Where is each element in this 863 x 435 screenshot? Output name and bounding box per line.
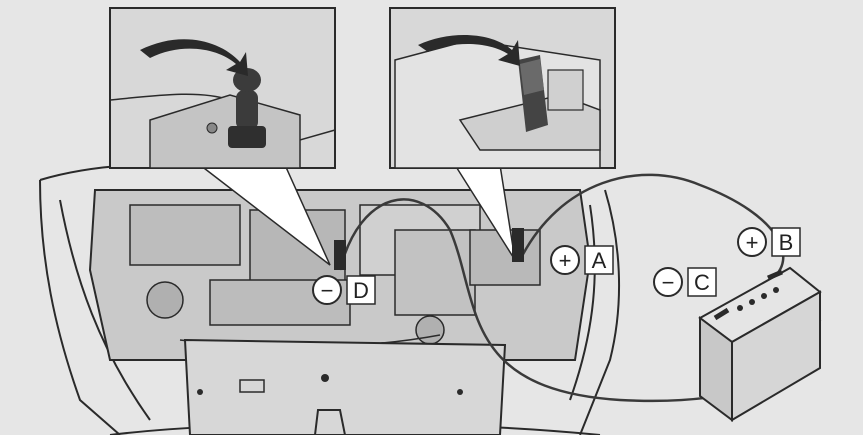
ground-point-inset	[110, 8, 335, 168]
callout-letter: A	[592, 248, 607, 273]
callout-sign: +	[559, 248, 572, 273]
front-cover-panel	[185, 340, 505, 435]
negative-clamp	[334, 240, 346, 270]
callout-sign: −	[321, 278, 334, 303]
positive-terminal-inset	[390, 8, 615, 168]
callout-sign: −	[662, 270, 675, 295]
engine-bay	[90, 190, 590, 360]
callout-letter: B	[779, 230, 794, 255]
positive-clamp	[512, 228, 524, 262]
callout-letter: C	[694, 270, 710, 295]
callout-sign: +	[746, 230, 759, 255]
callout-letter: D	[353, 278, 369, 303]
